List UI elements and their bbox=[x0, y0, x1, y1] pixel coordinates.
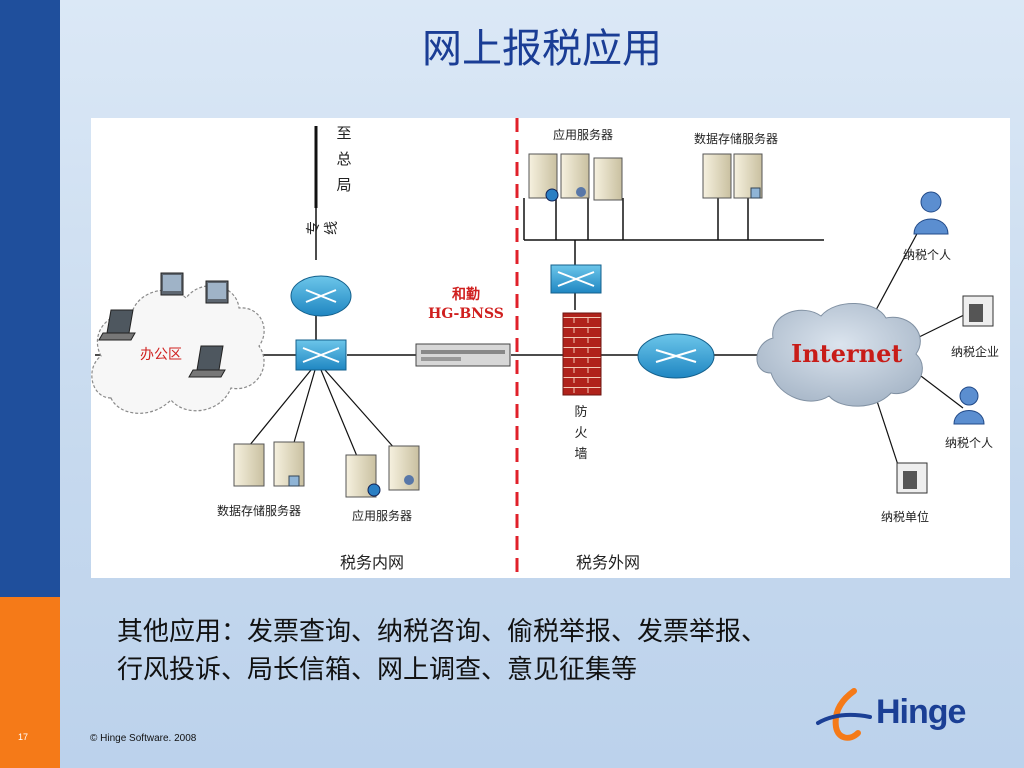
outer-switch bbox=[550, 264, 602, 294]
taxpayer-person-2-label: 纳税个人 bbox=[945, 436, 994, 450]
slide-number: 17 bbox=[18, 732, 29, 742]
hinge-logo: Hinge bbox=[814, 687, 1004, 747]
other-applications-line-1: 其他应用：发票查询、纳税咨询、偷税举报、发票举报、 bbox=[117, 617, 768, 647]
outer-network-label: 税务外网 bbox=[576, 553, 641, 572]
device-model-label: HG-BNSS bbox=[428, 306, 504, 322]
router-hq bbox=[290, 275, 352, 317]
outer-data-servers-label: 数据存储服务器 bbox=[694, 132, 779, 146]
hq-label: 至总局 bbox=[336, 124, 352, 194]
firewall-icon bbox=[562, 312, 602, 396]
network-diagram: 至总局 专线 办公区 和勤 HG-BNSS 防火墙 Internet 数据存储服… bbox=[91, 118, 1010, 578]
outer-app-servers-label: 应用服务器 bbox=[553, 128, 614, 142]
router-internet bbox=[637, 333, 715, 379]
outer-app-servers bbox=[528, 153, 623, 202]
other-applications-text: 其他应用：发票查询、纳税咨询、偷税举报、发票举报、 行风投诉、局长信箱、网上调查… bbox=[117, 613, 997, 689]
inner-app-servers-label: 应用服务器 bbox=[352, 509, 413, 523]
taxpayer-person-1-label: 纳税个人 bbox=[903, 248, 952, 262]
taxpayer-person-1-icon bbox=[913, 191, 949, 235]
taxpayer-unit-label: 纳税单位 bbox=[881, 510, 930, 524]
taxpayer-enterprise-label: 纳税企业 bbox=[951, 345, 1000, 359]
internet-cloud bbox=[756, 303, 923, 407]
device-brand-label: 和勤 bbox=[452, 287, 480, 303]
taxpayer-unit-icon bbox=[896, 462, 928, 494]
dedicated-line-label: 专线 bbox=[306, 221, 340, 235]
inner-data-servers bbox=[233, 441, 305, 487]
left-accent-bar-orange bbox=[0, 597, 60, 768]
slide-title: 网上报税应用 bbox=[422, 26, 662, 72]
copyright-notice: © Hinge Software. 2008 bbox=[90, 733, 197, 744]
office-area-label: 办公区 bbox=[140, 347, 182, 363]
hinge-logo-mark-icon bbox=[816, 688, 872, 741]
other-applications-line-2: 行风投诉、局长信箱、网上调查、意见征集等 bbox=[117, 655, 638, 685]
inner-data-servers-label: 数据存储服务器 bbox=[217, 504, 302, 518]
hg-bnss-device bbox=[415, 343, 511, 367]
taxpayer-enterprise-icon bbox=[962, 295, 994, 327]
office-cloud bbox=[91, 285, 265, 414]
inner-network-label: 税务内网 bbox=[340, 553, 405, 572]
inner-app-servers bbox=[345, 445, 420, 498]
internet-label: Internet bbox=[791, 339, 903, 368]
inner-switch bbox=[295, 339, 347, 371]
taxpayer-person-2-icon bbox=[953, 386, 985, 425]
firewall-label: 防火墙 bbox=[574, 405, 588, 462]
office-computers bbox=[98, 272, 229, 378]
diagram-canvas bbox=[91, 118, 994, 578]
left-accent-bar-blue bbox=[0, 0, 60, 597]
hinge-logo-text: Hinge bbox=[876, 693, 966, 731]
outer-data-servers bbox=[702, 153, 763, 199]
